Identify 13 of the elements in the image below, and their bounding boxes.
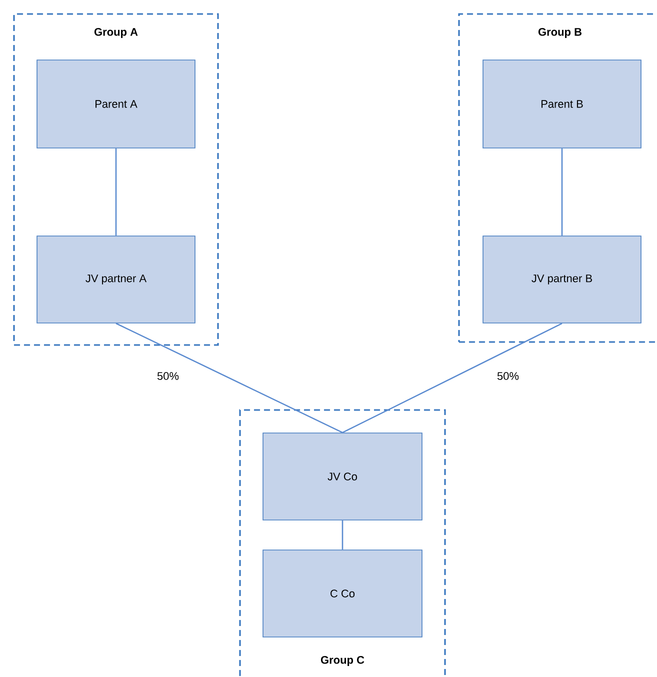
connector-line [342,520,344,550]
connector-line [561,148,563,236]
edge-label: 50% [156,371,180,381]
entity-box: Parent B [482,60,642,148]
edge-label: 50% [496,371,520,381]
entity-box: JV Co [262,432,422,520]
connector-line [115,148,117,236]
entity-box: Parent A [36,60,196,148]
entity-box: JV partner B [482,236,642,324]
entity-box: JV partner A [36,236,196,324]
connector-line [342,322,562,434]
connector-line [116,322,343,434]
entity-box: C Co [262,550,422,638]
